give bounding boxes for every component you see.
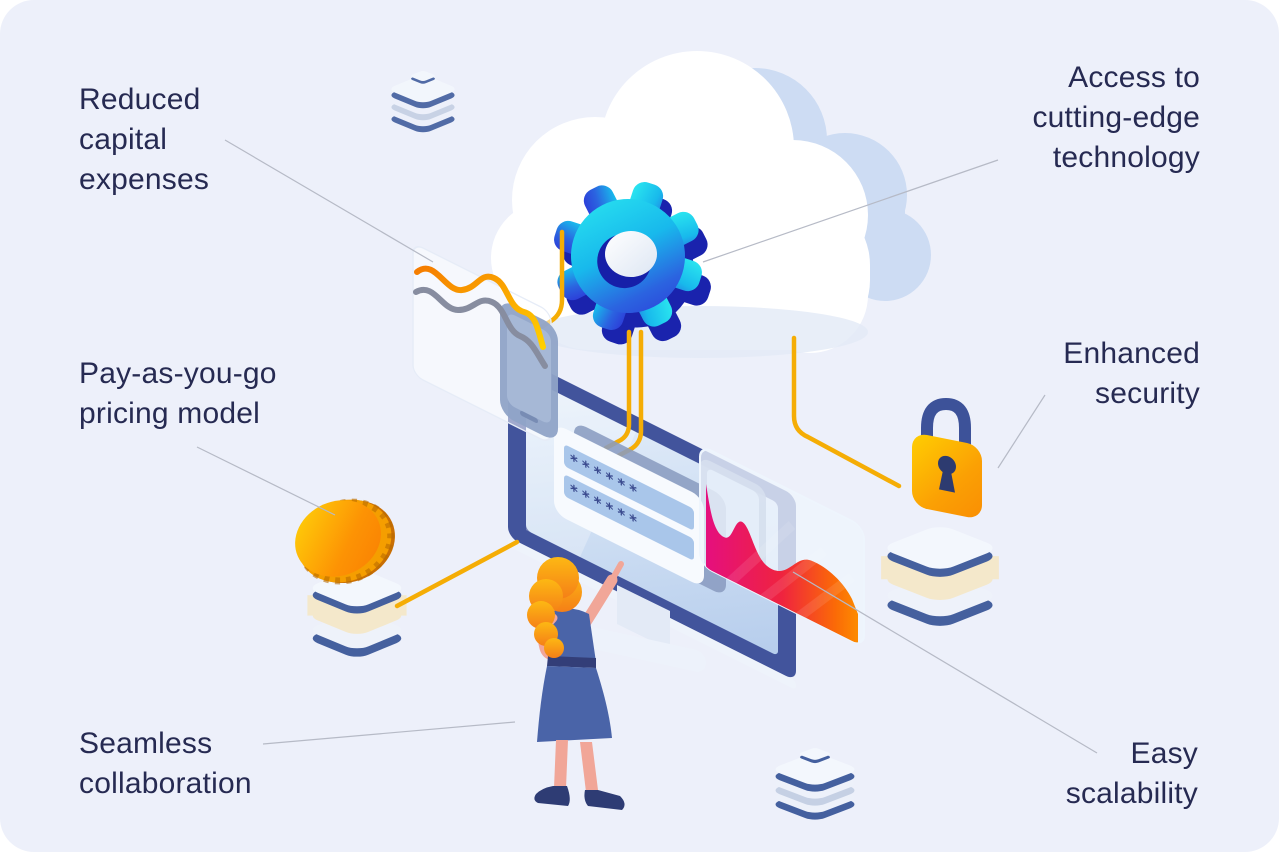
connector-cloud-to-lock <box>791 335 902 489</box>
label-reduced-capital-expenses: Reduced capital expenses <box>79 83 210 196</box>
callout-line-reduced <box>224 139 434 263</box>
callout-line-security <box>997 394 1046 469</box>
callout-line-collab <box>262 721 516 745</box>
lock-shackle <box>921 397 971 452</box>
monitor-base <box>588 628 706 672</box>
monitor-stand <box>617 585 670 650</box>
label-easy-scalability: Easy scalability <box>1065 737 1198 810</box>
area-chart <box>706 483 858 644</box>
login-card: ****** ****** <box>554 425 726 593</box>
callout-line-payg <box>196 446 336 516</box>
callout-line-scalability <box>792 571 1098 754</box>
gear-icon <box>554 182 711 345</box>
database-icon-top <box>386 70 460 135</box>
label-enhanced-security: Enhanced security <box>1063 337 1200 410</box>
password-field-2 <box>564 475 694 560</box>
wavy-line-orange <box>414 265 546 350</box>
belt <box>547 656 596 668</box>
lock-pedestal <box>879 524 1001 629</box>
padlock-icon <box>912 397 982 518</box>
keyhole <box>938 455 956 475</box>
wavy-line-gray <box>413 286 548 369</box>
shoe-left <box>534 786 570 806</box>
coin-icon <box>295 498 395 585</box>
shoe-right <box>584 790 625 810</box>
password-field-1 <box>564 445 694 530</box>
leg-right <box>580 742 598 792</box>
connector-gear-1 <box>603 329 632 451</box>
label-access-cutting-edge-technology: Access to cutting-edge technology <box>1032 61 1200 174</box>
callout-line-access <box>702 159 999 263</box>
label-seamless-collaboration: Seamless collaboration <box>79 727 252 800</box>
label-pay-as-you-go-pricing-model: Pay-as-you-go pricing model <box>79 357 277 430</box>
connector-gear-2 <box>615 329 644 459</box>
connector-coin <box>394 539 520 609</box>
skirt <box>537 666 612 742</box>
leg-left <box>554 740 568 788</box>
database-icon-bottom <box>769 747 861 822</box>
woman-figure <box>527 557 625 810</box>
area-chart-panel <box>699 448 865 644</box>
hair <box>527 557 582 658</box>
